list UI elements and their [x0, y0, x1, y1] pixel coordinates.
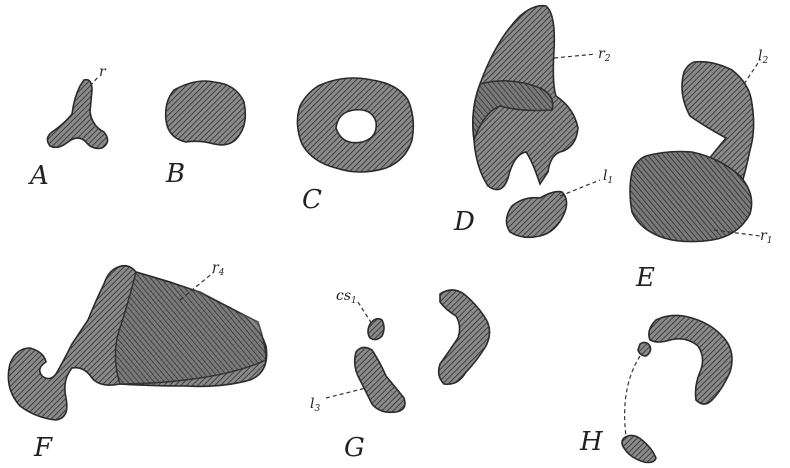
label-f: F	[33, 433, 53, 463]
leader-h-arc	[624, 355, 641, 437]
shape-a	[46, 78, 109, 150]
label-a: A	[28, 161, 49, 191]
shape-g-right	[437, 289, 491, 386]
leader-a-r	[89, 75, 100, 87]
label-b: B	[165, 159, 185, 189]
label-g: G	[344, 433, 365, 463]
shape-h-tail	[621, 434, 657, 464]
panel-a: r A	[28, 64, 109, 191]
callout-d-r2: r2	[598, 46, 611, 64]
panel-h: H	[579, 314, 733, 464]
leader-g-cs1	[357, 301, 373, 325]
shape-f-lobe	[114, 270, 267, 385]
shape-g-l3	[353, 346, 406, 414]
shape-h-small	[637, 341, 652, 357]
shape-c	[296, 77, 415, 173]
panel-d: r2 l1 D	[453, 4, 613, 239]
shape-d-l1	[505, 190, 568, 239]
callout-a-r: r	[99, 64, 107, 80]
label-d: D	[453, 207, 475, 237]
leader-d-l1	[559, 179, 601, 197]
label-c: C	[302, 185, 322, 215]
callout-g-cs1: cs1	[336, 288, 357, 306]
leader-e-r1	[713, 229, 761, 237]
callout-f-r4: r4	[212, 260, 225, 278]
leader-e-l2	[743, 59, 761, 85]
shape-d-lobe	[472, 80, 554, 141]
shape-e-r1	[629, 150, 753, 243]
shape-h-main	[648, 314, 733, 405]
callout-d-l1: l1	[603, 168, 613, 186]
panel-c: C	[296, 77, 415, 215]
panel-b: B	[164, 80, 247, 189]
leader-f-r4	[179, 271, 215, 301]
callout-e-r1: r1	[760, 228, 772, 246]
shape-g-cs1	[367, 317, 385, 341]
callout-e-l2: l2	[758, 48, 768, 66]
leader-g-l3	[325, 387, 367, 399]
panel-f: r4 F	[7, 260, 268, 463]
callout-g-l3: l3	[310, 396, 320, 414]
label-e: E	[635, 263, 655, 293]
shape-b	[164, 80, 247, 146]
leader-d-r2	[553, 53, 597, 59]
label-h: H	[579, 427, 604, 457]
panel-e: l2 r1 E	[629, 48, 772, 293]
panel-g: cs1 l3 G	[310, 288, 491, 463]
